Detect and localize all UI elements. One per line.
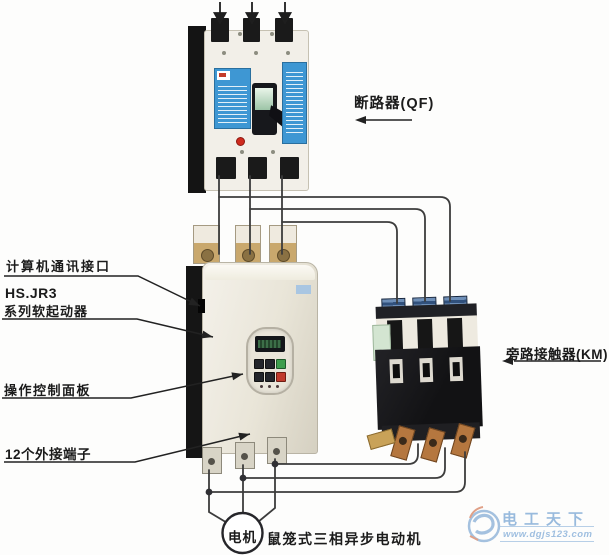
watermark-site-name: 电工天下 (502, 511, 591, 528)
bypass-contactor (366, 294, 489, 463)
starter-model-label: HS.JR3 (5, 285, 58, 301)
site-logo-icon (467, 506, 501, 543)
panel-led-dot (276, 385, 279, 388)
breaker-spec-label-right (282, 62, 307, 144)
breaker-output-terminal (216, 157, 236, 179)
claw-gap (452, 361, 461, 377)
starter-input-terminal (269, 225, 297, 264)
breaker-output-terminal (280, 157, 299, 179)
breaker-screw-dot (240, 150, 244, 154)
copper-screw (428, 437, 438, 448)
panel-led-dot (260, 385, 263, 388)
claw-gap (392, 364, 401, 379)
panel-button-dark (265, 359, 275, 369)
copper-screw (457, 433, 468, 444)
panel-button-stop (276, 372, 286, 382)
breaker-brand-chip (217, 71, 230, 80)
breaker-input-terminal (243, 18, 260, 42)
starter-top-face (205, 265, 315, 280)
computer-interface-label: 计算机通讯接口 (6, 259, 112, 274)
panel-led-readout (258, 340, 281, 348)
external-terminals-label: 12个外接端子 (5, 447, 92, 462)
starter-heatsink (186, 266, 203, 458)
panel-button-start (276, 359, 286, 369)
breaker-spec-label-left (214, 68, 251, 129)
terminal-screw (200, 248, 214, 262)
bypass-contactor-label: 旁路接触器(KM) (506, 347, 608, 362)
starter-comm-port (198, 299, 205, 313)
breaker-screw-dot (271, 150, 275, 154)
breaker-screw-dot (254, 51, 258, 55)
breaker-pointer-arrow-icon (355, 116, 366, 124)
breaker-label: 断路器(QF) (354, 96, 435, 112)
terminal-screw (277, 248, 290, 262)
claw-gap (422, 363, 431, 378)
starter-output-terminal (202, 447, 222, 474)
motor-type-label: 鼠笼式三相异步电动机 (267, 531, 422, 547)
panel-display (255, 336, 285, 352)
breaker-indicator-dot (236, 137, 245, 146)
starter-series-label: 系列软起动器 (4, 304, 89, 319)
panel-led-dot (268, 385, 271, 388)
contactor-claw (419, 357, 434, 383)
breaker-screw-dot (222, 51, 226, 55)
panel-button-dark (265, 372, 275, 382)
control-panel-label: 操作控制面板 (4, 383, 92, 398)
motor-label: 电机 (228, 530, 257, 545)
starter-input-terminal (235, 225, 261, 264)
terminal-hole (273, 448, 280, 455)
breaker-screw-dot (286, 51, 290, 55)
terminal-screw (242, 248, 255, 262)
breaker-input-terminal (211, 18, 229, 42)
starter-output-terminal (267, 437, 287, 464)
breaker-side-heatsink (188, 26, 206, 193)
breaker-output-terminal (248, 157, 267, 179)
starter-control-panel (246, 327, 294, 395)
breaker-screw-dot (270, 32, 274, 36)
contactor-claw (389, 358, 404, 384)
copper-screw (397, 435, 408, 446)
panel-button-dark (254, 359, 264, 369)
contactor-claw (449, 356, 464, 382)
watermark-site-url: www.dgjs123.com (503, 528, 593, 540)
breaker-screw-dot (238, 32, 242, 36)
terminal-hole (241, 453, 248, 460)
breaker-toggle-window (255, 88, 273, 110)
watermark-url-banner: www.dgjs123.com (500, 526, 594, 542)
starter-logo-chip (296, 285, 311, 294)
breaker-spec-text-lines (286, 69, 303, 135)
contactor-brass-lug (366, 428, 396, 451)
panel-button-dark (254, 372, 264, 382)
breaker-spec-text-lines (218, 83, 247, 123)
starter-output-terminal (235, 442, 255, 469)
breaker-input-terminal (275, 18, 293, 42)
terminal-hole (208, 458, 215, 465)
starter-input-terminal (193, 225, 220, 264)
